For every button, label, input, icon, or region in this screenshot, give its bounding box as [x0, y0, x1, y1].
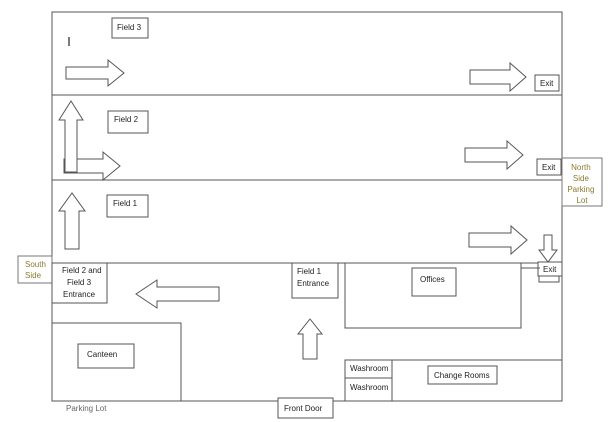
washroom-label-bottom: Washroom — [350, 383, 389, 392]
change-rooms-label-box — [427, 365, 498, 385]
exit-label-field2: Exit — [542, 163, 556, 172]
field23-entrance-label: Field 2 and Field 3 Entrance — [62, 266, 104, 299]
field3-label-box — [111, 17, 149, 39]
field2-label-box — [107, 110, 149, 134]
washroom-label-top: Washroom — [350, 364, 389, 373]
south-side-label: South Side — [25, 260, 48, 280]
north-parking-label: North Side Parking Lot — [567, 163, 596, 205]
field1-entrance-label: Field 1 Entrance — [297, 267, 330, 288]
field1-label-box — [106, 194, 149, 218]
field2-label: Field 2 — [114, 115, 139, 124]
field1-entrance-box — [291, 262, 339, 299]
canteen-wall — [52, 322, 182, 401]
field3-label: Field 3 — [117, 23, 142, 32]
field23-entrance-box — [51, 262, 108, 304]
offices-label: Offices — [420, 275, 445, 284]
arrow-up-icon — [296, 318, 324, 360]
arrow-right-icon — [65, 58, 125, 88]
arrow-down-icon — [538, 234, 558, 263]
washroom-wall — [344, 359, 562, 401]
arrow-right-icon — [63, 150, 121, 182]
north-parking-box — [561, 157, 603, 207]
exit-door-lower — [538, 275, 560, 283]
exit-label-field3: Exit — [540, 79, 554, 88]
south-side-box — [17, 255, 53, 284]
field1-label: Field 1 — [113, 199, 138, 208]
parking-lot-label: Parking Lot — [66, 404, 107, 413]
canteen-label-box — [77, 343, 135, 369]
arrow-up-icon — [58, 192, 86, 250]
canteen-label: Canteen — [87, 350, 117, 359]
front-door-box — [277, 397, 334, 419]
front-door-label: Front Door — [284, 404, 323, 413]
offices-wall — [344, 263, 522, 329]
change-rooms-label: Change Rooms — [434, 371, 490, 380]
arrow-right-icon — [469, 61, 527, 93]
arrow-right-icon — [464, 139, 524, 171]
exit-box-field2 — [536, 158, 562, 176]
arrow-right-icon — [468, 224, 528, 256]
arrow-up-icon — [58, 100, 84, 173]
exit-label-lobby: Exit — [543, 265, 557, 274]
exit-box-field3 — [534, 74, 560, 92]
arrow-left-icon — [135, 279, 220, 309]
offices-label-box — [411, 267, 457, 297]
